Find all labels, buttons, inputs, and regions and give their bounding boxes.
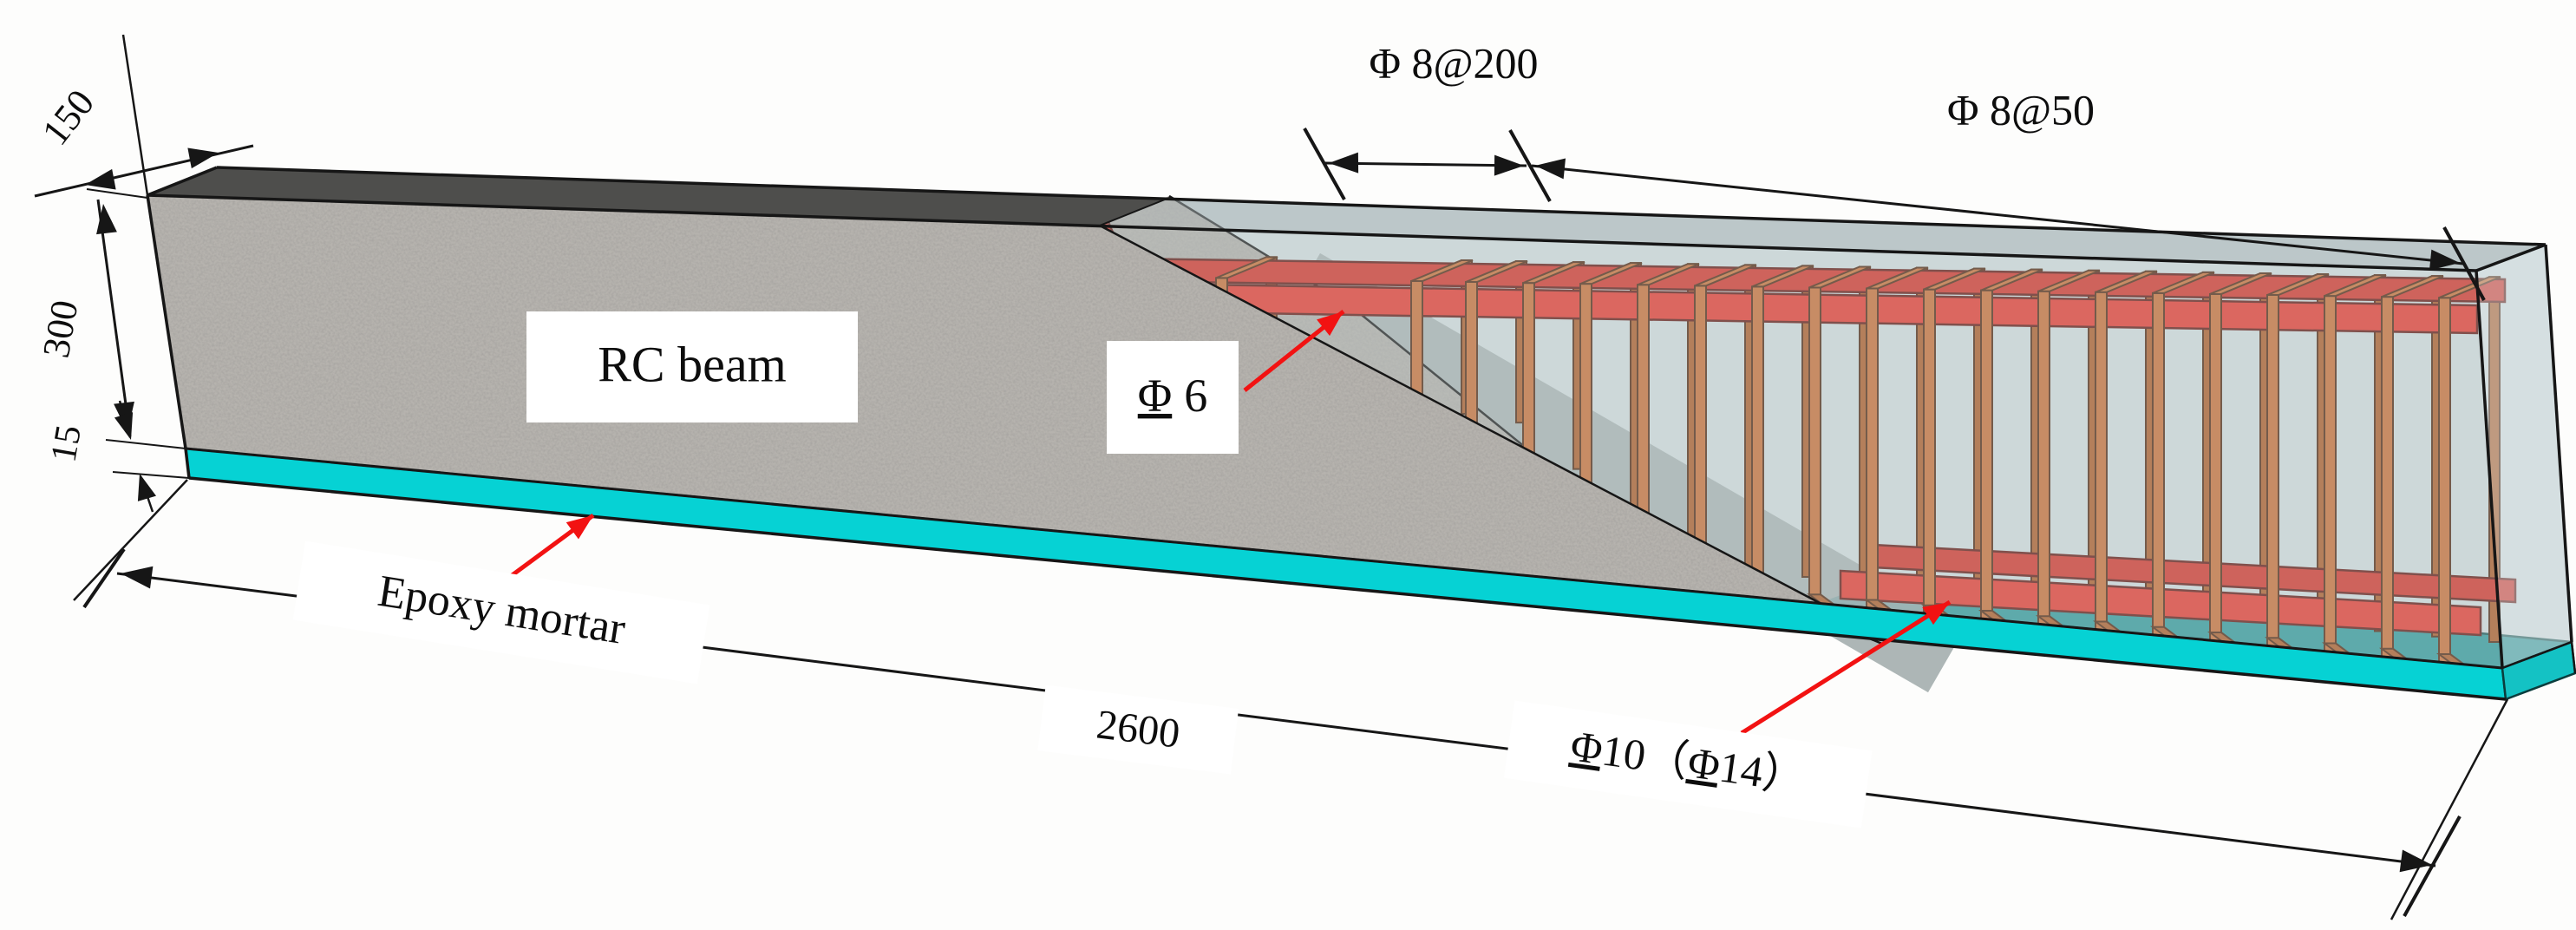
rc-beam-text: RC beam <box>598 336 786 392</box>
cut-front-edge <box>1099 224 1821 605</box>
stirrup-dense-label: Φ 8@50 <box>1947 85 2095 134</box>
glass-top <box>1100 198 2546 271</box>
bottom-bar-text: Φ10（Φ14） <box>1567 722 1808 802</box>
bottom-bar-label: Φ10（Φ14） <box>1503 700 1873 828</box>
concrete-top-face <box>147 167 1169 226</box>
interior-top-face <box>1100 198 2546 271</box>
epoxy-mortar-label: Epoxy mortar <box>292 540 710 684</box>
dim-width-label: 150 <box>34 82 102 153</box>
glass-right <box>2476 245 2572 668</box>
dim-length-label: 2600 <box>1037 684 1239 775</box>
stirrup-sparse-label: Φ 8@200 <box>1369 38 1538 87</box>
glass-tint <box>1100 198 2572 668</box>
concrete-solid <box>147 167 1821 605</box>
dim-mortar-thickness-label: 15 <box>43 422 89 465</box>
beam-outline <box>146 166 2576 701</box>
rc-beam-label: RC beam <box>526 311 858 422</box>
leader-arrows <box>506 310 1952 736</box>
dim-length-text: 2600 <box>1094 701 1182 756</box>
glass-front <box>1100 226 2502 668</box>
dim-height-label: 300 <box>35 297 87 361</box>
